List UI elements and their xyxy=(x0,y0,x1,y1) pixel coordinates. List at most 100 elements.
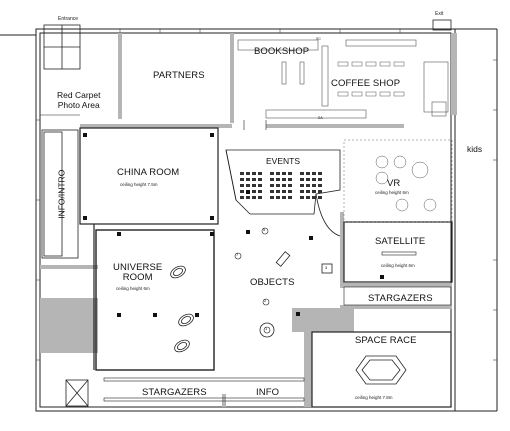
pillar xyxy=(153,313,157,317)
pillar xyxy=(380,275,384,279)
pillar xyxy=(210,232,214,236)
event-seat xyxy=(276,178,280,181)
marker-sc: SC xyxy=(316,37,321,41)
room-label-satellite: SATELLITE xyxy=(375,236,426,247)
room-label-info-intro: INFO/INTRO xyxy=(56,169,67,219)
event-seat xyxy=(270,172,274,175)
vr-area xyxy=(343,139,453,223)
event-seat xyxy=(312,172,316,175)
event-seat xyxy=(306,178,310,181)
pillar xyxy=(117,232,121,236)
marker-3: 3 xyxy=(325,265,328,270)
coffee-table xyxy=(379,61,391,67)
event-seat xyxy=(288,184,292,187)
event-seat xyxy=(300,172,304,175)
entrance-booth xyxy=(43,24,81,70)
vr-ceiling: ceiling height 6m xyxy=(375,190,409,195)
room-label-partners: PARTNERS xyxy=(153,70,205,81)
room-label-coffee-shop: COFFEE SHOP xyxy=(331,78,401,89)
event-seat xyxy=(252,184,256,187)
event-seat xyxy=(282,196,286,199)
pillar xyxy=(210,216,214,220)
pillar xyxy=(117,313,121,317)
objects-displays xyxy=(259,251,333,338)
satellite-display xyxy=(381,251,417,256)
stair-core xyxy=(65,379,89,407)
room-label-red-carpet: Red Carpet Photo Area xyxy=(57,90,101,110)
stargazers-bench xyxy=(103,377,305,402)
event-seat xyxy=(288,178,292,181)
event-seat xyxy=(246,184,250,187)
marker-1: 1 xyxy=(265,326,268,331)
grey-walls xyxy=(40,33,457,407)
marker-7: 7 xyxy=(236,252,239,257)
event-seat xyxy=(270,190,274,193)
event-seat xyxy=(282,190,286,193)
coffee-table xyxy=(379,91,391,97)
shop-furniture xyxy=(237,39,449,119)
event-seat xyxy=(318,184,322,187)
coffee-table xyxy=(393,91,405,97)
door-lines xyxy=(40,114,267,130)
coffee-table xyxy=(393,61,405,67)
events-area xyxy=(225,149,341,237)
universe-room-ceiling: ceiling height 6m xyxy=(116,286,150,291)
room-label-vr: VR xyxy=(387,178,401,189)
marker-2: 2 xyxy=(264,298,267,303)
event-seat xyxy=(276,184,280,187)
event-seat xyxy=(240,190,244,193)
event-seat xyxy=(270,184,274,187)
satellite-ceiling: ceiling height 6m xyxy=(381,263,415,268)
event-seat xyxy=(318,178,322,181)
coffee-tables xyxy=(337,61,405,97)
event-seat xyxy=(282,184,286,187)
room-label-events: EVENTS xyxy=(266,156,301,166)
room-outlines xyxy=(79,127,453,408)
event-seat xyxy=(246,172,250,175)
event-seat xyxy=(312,184,316,187)
room-label-objects: OBJECTS xyxy=(250,277,295,288)
china-room-ceiling: ceiling height 7.5m xyxy=(120,182,158,187)
event-seat xyxy=(318,190,322,193)
coffee-table xyxy=(351,61,363,67)
universe-objects xyxy=(170,265,194,353)
event-seat xyxy=(276,196,280,199)
event-seat xyxy=(270,196,274,199)
event-seat xyxy=(240,196,244,199)
event-seat xyxy=(300,196,304,199)
vr-furniture xyxy=(375,155,437,212)
event-seat xyxy=(288,196,292,199)
event-seat xyxy=(252,178,256,181)
room-label-universe-room: UNIVERSE ROOM xyxy=(113,262,163,284)
marker-5: 5 xyxy=(263,227,266,232)
coffee-table xyxy=(365,91,377,97)
event-seat xyxy=(282,172,286,175)
event-seat xyxy=(288,190,292,193)
space-race-ceiling: ceiling height 7.8m xyxy=(355,395,393,400)
event-seat xyxy=(258,184,262,187)
event-seat xyxy=(288,172,292,175)
marker-sa: SA xyxy=(318,116,323,120)
event-seat xyxy=(240,184,244,187)
event-seat xyxy=(276,172,280,175)
event-seat xyxy=(300,190,304,193)
outer-walls xyxy=(0,28,498,412)
event-seat xyxy=(306,184,310,187)
room-label-kids: kids xyxy=(467,144,483,154)
event-seat xyxy=(240,172,244,175)
event-seat xyxy=(270,178,274,181)
event-seat xyxy=(306,190,310,193)
event-seat xyxy=(318,172,322,175)
coffee-table xyxy=(337,91,349,97)
window-ticks xyxy=(36,29,497,361)
coffee-table xyxy=(351,91,363,97)
room-label-stargazers-bottom: STARGAZERS xyxy=(142,387,207,398)
event-seat xyxy=(312,190,316,193)
event-seat xyxy=(258,190,262,193)
pillar xyxy=(246,190,250,194)
event-seat xyxy=(276,190,280,193)
room-label-bookshop: BOOKSHOP xyxy=(254,46,310,57)
event-seat xyxy=(318,196,322,199)
event-seat xyxy=(258,196,262,199)
